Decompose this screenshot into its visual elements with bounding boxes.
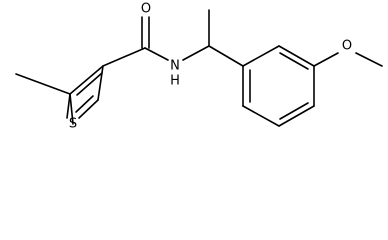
bond-ring-c2-c3 (69, 93, 74, 125)
atom-label-thiophene-sulfur: S (69, 117, 77, 132)
bond-phenyl-methoxy-o (313, 52, 339, 67)
bond-phenyl-1-2 (242, 45, 280, 67)
bond-ring-c2-s-inner (75, 95, 94, 113)
bond-carbonyl-nitrogen (144, 47, 169, 61)
bond-ch-phenyl (208, 45, 244, 67)
atom-label-amide-nitrogen: N (170, 59, 180, 74)
bond-phenyl-5-6 (242, 105, 280, 127)
bond-nitrogen-ch (182, 45, 210, 61)
bond-phenyl-2-3-inner (279, 52, 309, 70)
molecule-structure-canvas: O N H S O (15, 2, 383, 132)
bond-ring-c4-c5-inner (76, 72, 103, 96)
bond-ring-s-c5 (66, 93, 71, 119)
bond-phenyl-2-3 (278, 45, 315, 67)
bond-methoxy-o-methyl (355, 52, 383, 67)
molecule-structure-diagram: O N H S O (15, 2, 383, 132)
bond-ring-carbonyl (102, 47, 146, 67)
atom-label-methoxy-oxygen: O (342, 39, 352, 54)
bond-methyl-thiophene (15, 73, 71, 95)
bond-ring-c3-c4 (97, 65, 104, 101)
bond-phenyl-4-5 (278, 105, 315, 127)
bond-phenyl-4-5-inner (279, 102, 309, 120)
atom-label-carbonyl-oxygen: O (141, 2, 151, 17)
atom-label-amide-hydrogen: H (170, 74, 180, 89)
bond-ring-c2-s (78, 99, 99, 119)
bond-ring-c4-c5 (69, 65, 104, 95)
